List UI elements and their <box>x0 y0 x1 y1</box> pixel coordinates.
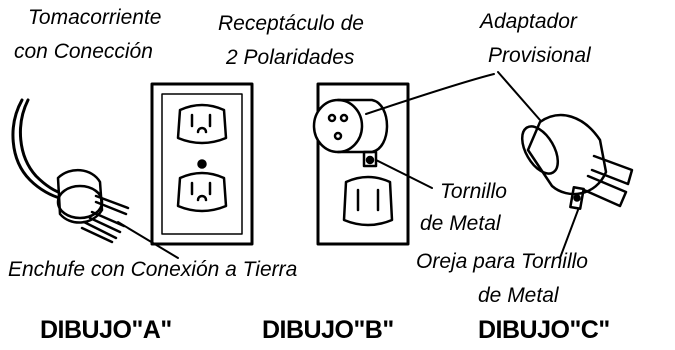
label-oreja-1: Oreja para Tornillo <box>416 250 588 273</box>
caption-dibujo-c: DIBUJO"C" <box>478 316 610 344</box>
caption-dibujo-b: DIBUJO"B" <box>262 316 394 344</box>
label-receptaculo-1: Receptáculo de <box>218 12 364 35</box>
label-oreja-2: de Metal <box>478 284 559 307</box>
label-receptaculo-2: 2 Polaridades <box>226 46 355 69</box>
label-tomacorriente-1: Tomacorriente <box>28 6 162 29</box>
label-tomacorriente-2: con Conección <box>14 40 153 63</box>
grounded-plug-icon <box>11 98 179 259</box>
polarized-receptacle-icon <box>312 73 495 246</box>
caption-dibujo-a: DIBUJO"A" <box>40 316 172 344</box>
label-enchufe: Enchufe con Conexión a Tierra <box>8 258 298 281</box>
label-adaptador-2: Provisional <box>488 44 591 67</box>
adapter-icon <box>497 71 634 259</box>
grounded-outlet-icon <box>150 82 254 246</box>
label-adaptador-1: Adaptador <box>480 10 577 33</box>
label-tornillo-2: de Metal <box>420 212 501 235</box>
label-tornillo-1: Tornillo <box>440 180 507 203</box>
